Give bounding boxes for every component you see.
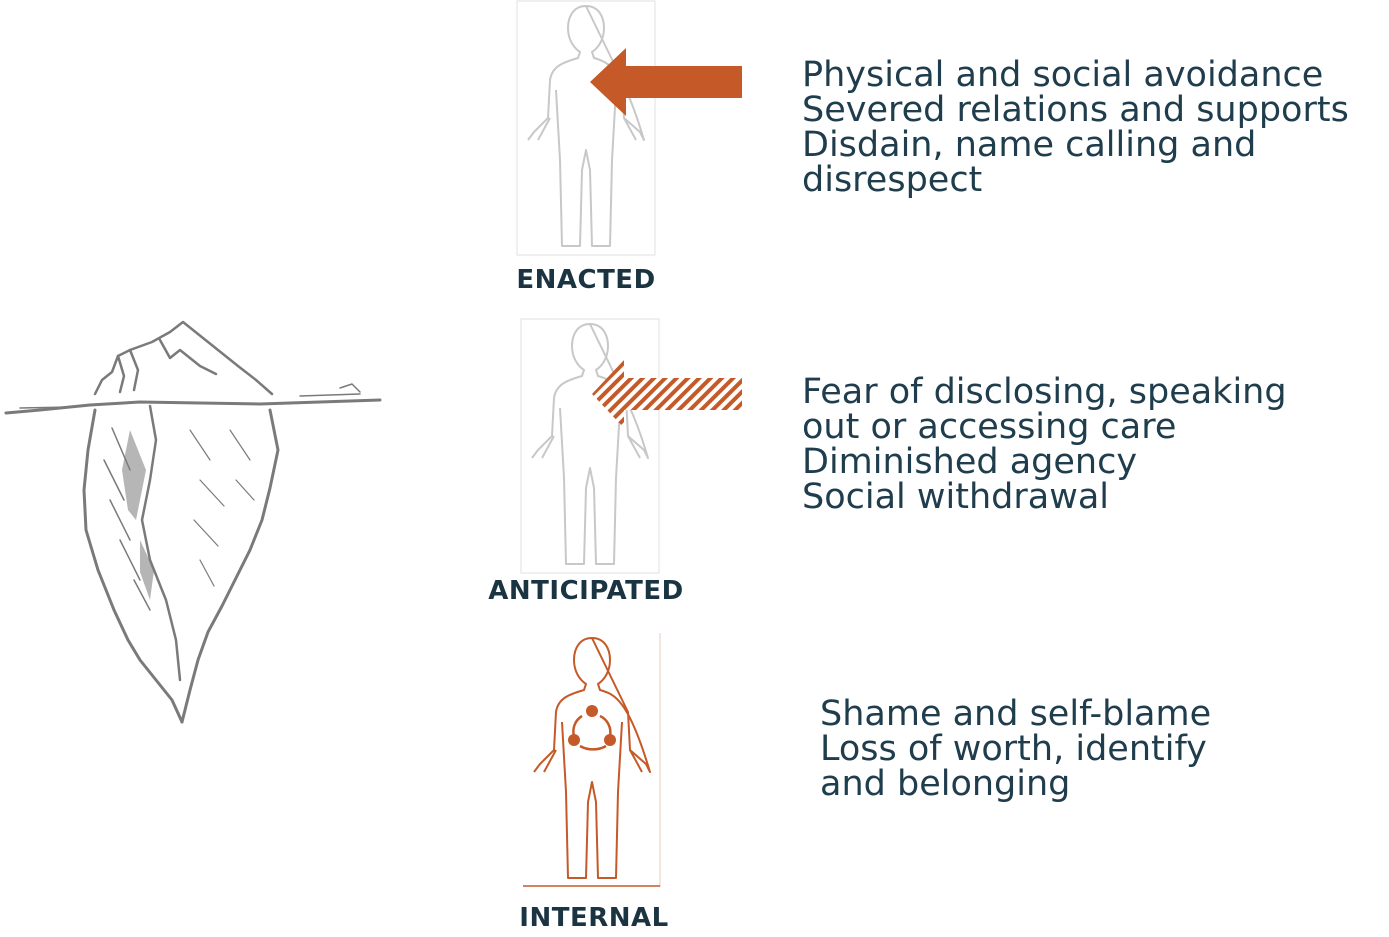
description-line: Disdain, name calling and: [802, 128, 1349, 163]
description-line: Social withdrawal: [802, 480, 1287, 515]
enacted-label: ENACTED: [456, 265, 716, 295]
description-line: Diminished agency: [802, 445, 1287, 480]
human-figure-outline-icon: [520, 318, 660, 574]
internal-label: INTERNAL: [464, 903, 724, 933]
enacted-description: Physical and social avoidance Severed re…: [802, 58, 1349, 198]
description-line: and belonging: [820, 767, 1211, 802]
anticipated-label: ANTICIPATED: [456, 576, 716, 606]
human-figure-internal-cycle-icon: [522, 632, 662, 888]
description-line: Physical and social avoidance: [802, 58, 1349, 93]
description-line: Severed relations and supports: [802, 93, 1349, 128]
anticipated-description: Fear of disclosing, speaking out or acce…: [802, 375, 1287, 515]
internal-description: Shame and self-blame Loss of worth, iden…: [820, 697, 1211, 802]
description-line: disrespect: [802, 163, 1349, 198]
description-line: Loss of worth, identify: [820, 732, 1211, 767]
hatched-arrow-left-icon: [592, 358, 742, 430]
human-figure-outline-icon: [516, 0, 656, 256]
description-line: Shame and self-blame: [820, 697, 1211, 732]
solid-arrow-left-icon: [590, 48, 742, 116]
description-line: out or accessing care: [802, 410, 1287, 445]
iceberg-sketch-icon: [0, 310, 390, 730]
description-line: Fear of disclosing, speaking: [802, 375, 1287, 410]
